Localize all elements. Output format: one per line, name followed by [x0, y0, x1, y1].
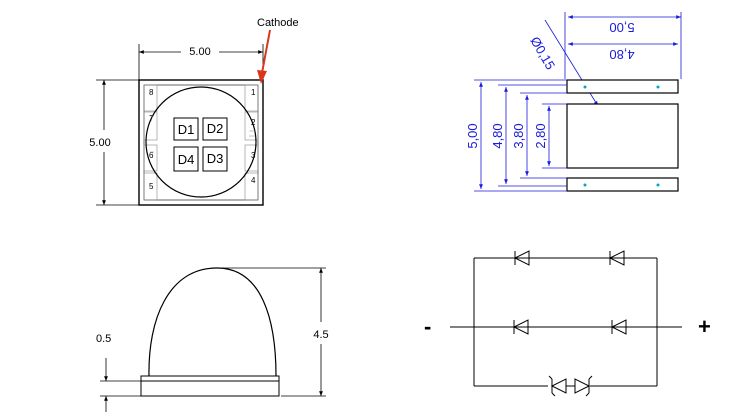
package-outline [138, 79, 264, 206]
side-height-dimension: 4.5 [313, 329, 328, 341]
circuit-schematic [450, 250, 682, 397]
schematic-minus-terminal: - [424, 314, 431, 339]
schematic-plus-terminal: + [698, 314, 711, 339]
top-width-dimension: 5.00 [189, 46, 210, 58]
footprint-width-outer: 5,00 [609, 20, 634, 35]
footprint-height-3: 3,80 [511, 123, 526, 148]
footprint-via-diameter: Ø0,15 [527, 34, 558, 72]
footprint-bottom-pad [566, 177, 679, 192]
cathode-label: Cathode [257, 17, 299, 29]
footprint-center-pad [566, 103, 679, 169]
footprint-top-pad [566, 79, 679, 94]
lens-dome [148, 267, 277, 377]
diode-middle-2 [610, 319, 627, 335]
pin-8-label: 8 [149, 88, 154, 97]
pin-3-label: 3 [251, 151, 256, 160]
top-view: 5.00 5.00 8 7 6 5 1 2 3 4 [89, 17, 299, 206]
pin-4-label: 4 [251, 176, 256, 185]
cathode-arrow [257, 70, 267, 84]
footprint-height-1: 5,00 [465, 123, 480, 148]
pin-6-label: 6 [149, 151, 154, 160]
footprint-height-2: 4,80 [490, 123, 505, 148]
die-d3-label: D3 [207, 151, 224, 166]
pin-7-label: 7 [149, 114, 154, 123]
die-d1-label: D1 [178, 122, 195, 137]
pin-5-label: 5 [149, 182, 154, 191]
diode-top-2 [608, 250, 625, 266]
die-d4-label: D4 [178, 152, 195, 167]
lens-circle [145, 86, 257, 198]
footprint-view: 5,00 4,80 Ø0,15 [465, 12, 682, 192]
side-base-dimension: 0.5 [96, 333, 111, 345]
zener-diode-1 [550, 378, 567, 394]
top-height-dimension: 5.00 [89, 137, 110, 149]
footprint-width-inner: 4,80 [609, 47, 634, 62]
footprint-height-4: 2,80 [533, 123, 548, 148]
pin-1-label: 1 [251, 88, 256, 97]
pin-2-label: 2 [251, 118, 256, 127]
die-d2-label: D2 [207, 121, 224, 136]
zener-diode-2 [574, 378, 591, 394]
side-view: 4.5 0.5 [96, 267, 329, 412]
diode-middle-1 [512, 319, 529, 335]
diode-top-1 [513, 250, 530, 266]
